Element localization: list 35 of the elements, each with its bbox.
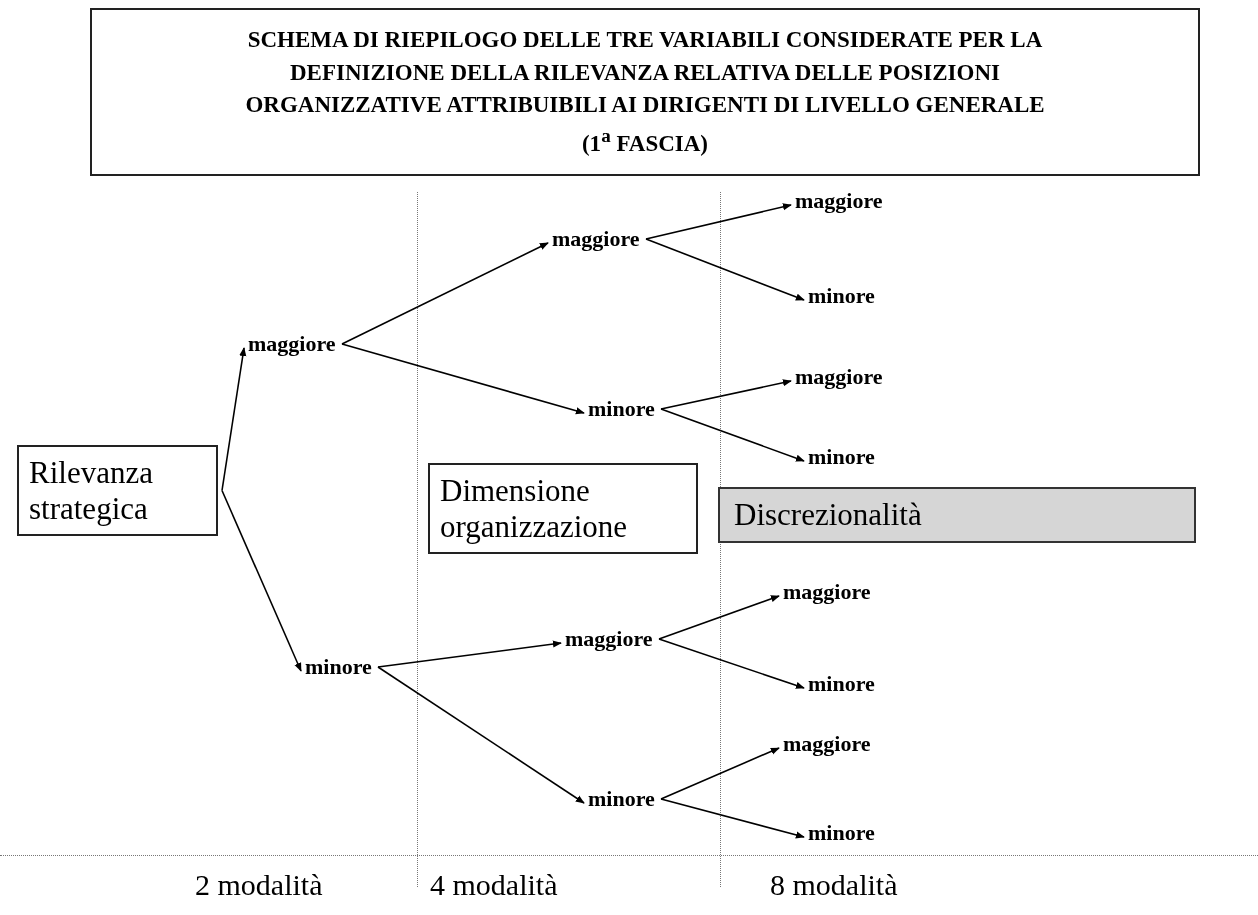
option-label: maggiore bbox=[781, 731, 873, 757]
option-label: minore bbox=[806, 820, 877, 846]
arrow bbox=[341, 242, 549, 345]
option-label: maggiore bbox=[246, 331, 338, 357]
arrow bbox=[660, 798, 805, 839]
column-caption: 4 modalità bbox=[430, 868, 558, 902]
option-label: minore bbox=[806, 283, 877, 309]
option-label: minore bbox=[586, 396, 657, 422]
variable-box: Dimensione organizzazione bbox=[428, 463, 698, 555]
arrow bbox=[645, 203, 792, 240]
option-label: minore bbox=[806, 671, 877, 697]
arrow bbox=[660, 747, 780, 800]
arrow bbox=[377, 640, 562, 668]
option-label: minore bbox=[586, 786, 657, 812]
arrow bbox=[658, 638, 805, 689]
column-caption: 8 modalità bbox=[770, 868, 898, 902]
arrow bbox=[645, 238, 805, 301]
arrow bbox=[221, 347, 247, 492]
option-label: maggiore bbox=[563, 626, 655, 652]
option-label: minore bbox=[806, 444, 877, 470]
option-label: maggiore bbox=[793, 364, 885, 390]
variable-box: Rilevanza strategica bbox=[17, 445, 218, 537]
arrow bbox=[660, 379, 792, 410]
shaded-variable-box: Discrezionalità bbox=[718, 487, 1196, 543]
column-caption: 2 modalità bbox=[195, 868, 323, 902]
arrow bbox=[221, 489, 302, 672]
arrow bbox=[341, 343, 585, 415]
arrow bbox=[377, 666, 585, 804]
arrow bbox=[660, 408, 805, 462]
option-label: maggiore bbox=[793, 188, 885, 214]
title: SCHEMA DI RIEPILOGO DELLE TRE VARIABILI CONSIDERATE PER LA DEFINIZIONE DELLA RILEVANZA RELATIVA DELLE POSIZIONI ORGANIZZATIVE ATTRIBUIBILI AI DIRIGENTI DI LIVELLO GENERALE (1$^{a}$ FASCIA) bbox=[244, 25, 1046, 158]
arrow bbox=[658, 595, 780, 640]
option-label: minore bbox=[303, 654, 374, 680]
option-label: maggiore bbox=[781, 579, 873, 605]
option-label: maggiore bbox=[550, 226, 642, 252]
